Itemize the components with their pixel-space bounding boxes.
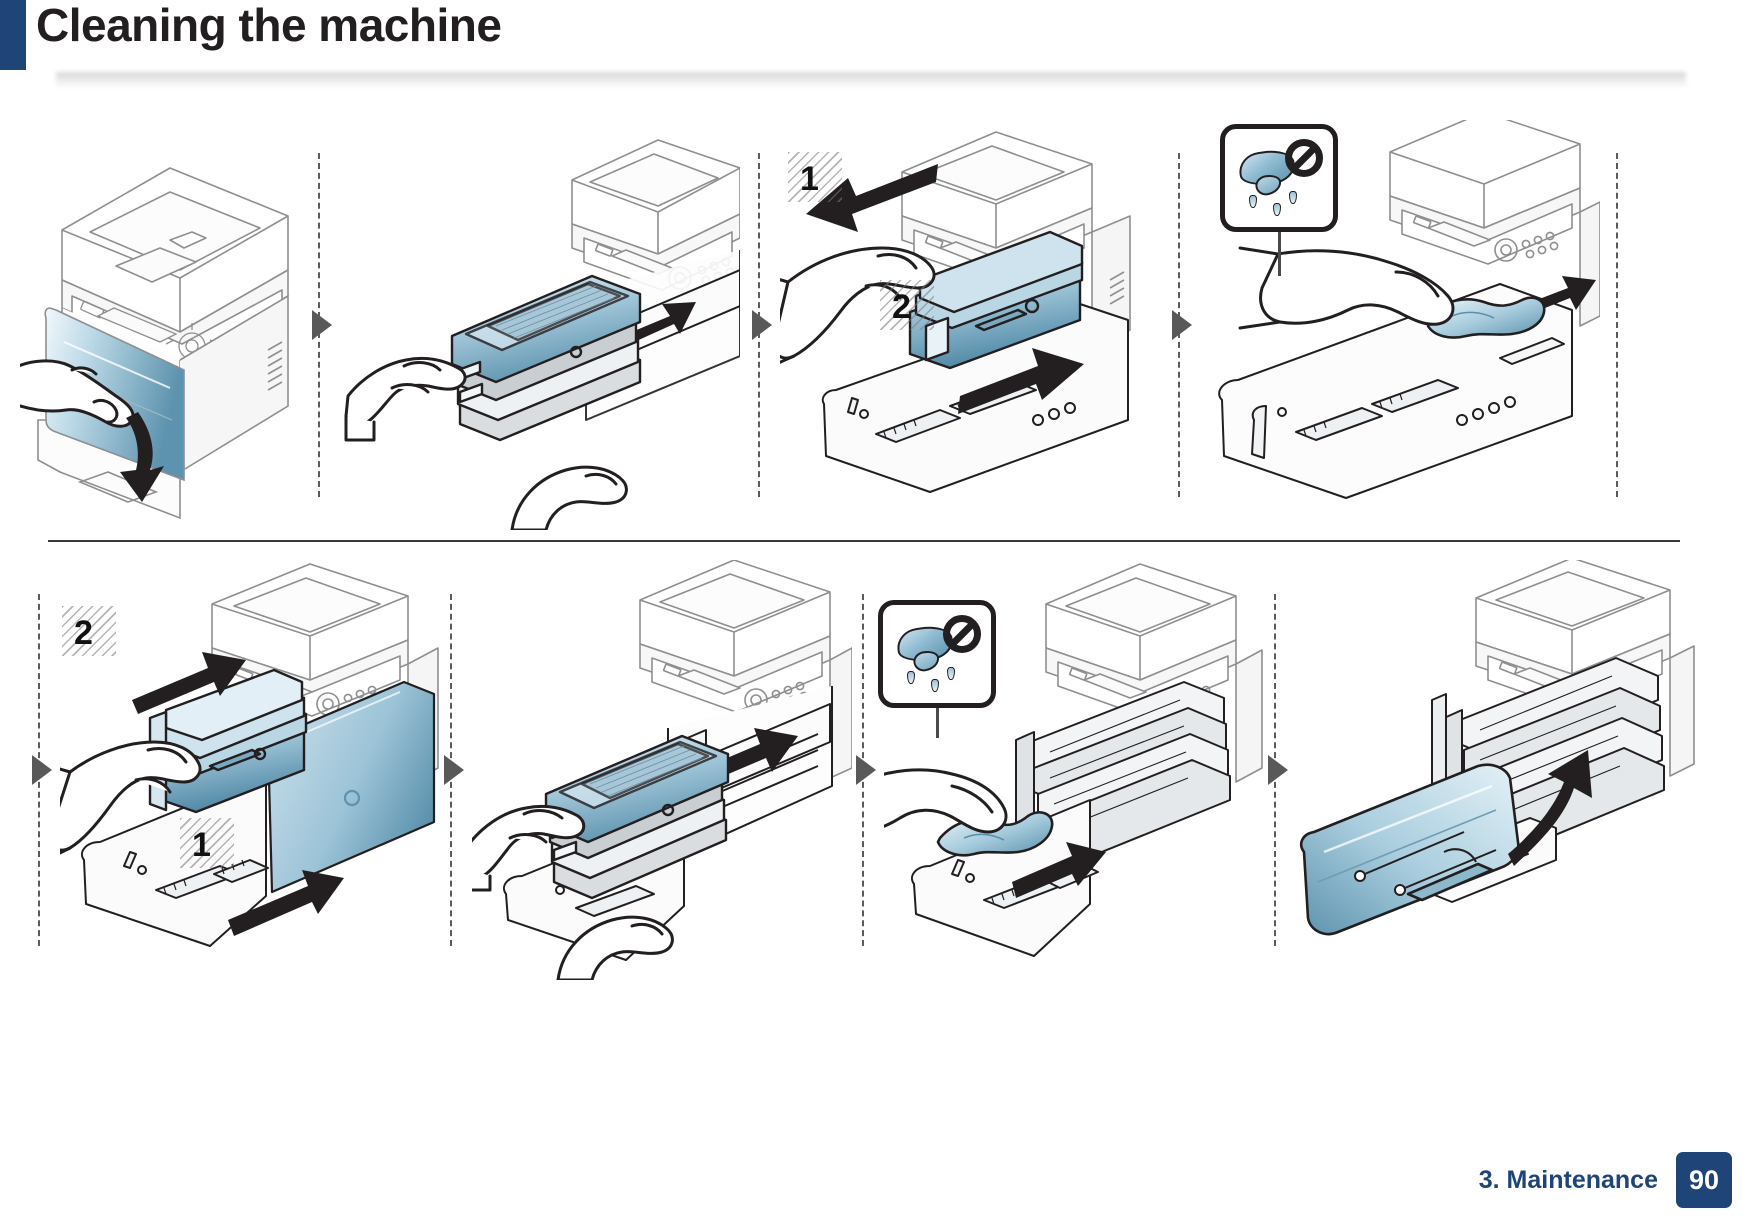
illustration-step-1 (20, 120, 310, 530)
row-divider-rule (48, 540, 1680, 542)
illustration-step-2 (340, 120, 740, 530)
illustration-step-8 (1296, 560, 1696, 980)
prohibition-icon (943, 615, 981, 653)
warning-callout-stem (1278, 232, 1281, 276)
illustration-step-4 (1200, 120, 1600, 530)
water-drop-icon (1249, 195, 1257, 208)
step-separator-3 (1160, 120, 1200, 530)
footer-chapter-label: 3. Maintenance (1478, 1165, 1658, 1194)
step-5-svg (60, 563, 439, 947)
step-separator-1 (300, 120, 340, 530)
separator-arrow-icon (856, 755, 876, 785)
water-drop-icon (1273, 203, 1281, 216)
procedure-row-2: 2 1 (0, 560, 1748, 980)
step-3-svg (780, 131, 1131, 493)
water-drop-icon (907, 671, 915, 684)
callout-number-1: 1 (788, 152, 842, 202)
step-6-svg (472, 560, 852, 980)
printer-reinsert-cartridges-drawing (472, 560, 852, 980)
illustration-step-3: 1 2 (780, 120, 1160, 530)
page-header: Cleaning the machine (0, 0, 1748, 92)
step-1-svg (20, 167, 289, 520)
printer-remove-waste-container-drawing: 1 2 (780, 120, 1160, 530)
step-8-svg (1300, 560, 1695, 936)
callout-number-1: 1 (180, 818, 234, 868)
printer-close-door-drawing (1296, 560, 1696, 980)
prohibition-icon (1285, 139, 1323, 177)
separator-dashed-line (1616, 152, 1618, 498)
step-2-svg (344, 139, 740, 530)
separator-arrow-icon (1172, 310, 1192, 340)
printer-wipe-interior-drawing (1200, 120, 1600, 530)
page-number-badge: 90 (1676, 1152, 1732, 1208)
illustration-step-5: 2 1 (60, 560, 440, 980)
printer-wipe-imaging-unit-drawing (878, 560, 1264, 980)
step-7-svg (884, 563, 1263, 957)
water-drop-icon (1289, 191, 1297, 204)
separator-arrow-icon (32, 755, 52, 785)
illustration-step-6 (472, 560, 852, 980)
page-footer: 3. Maintenance 90 (1479, 1152, 1732, 1208)
separator-arrow-icon (444, 755, 464, 785)
header-accent-bar (0, 0, 26, 70)
callout-number-2: 2 (62, 606, 116, 656)
no-wet-cloth-icon (1220, 124, 1338, 232)
step-separator-6 (432, 560, 472, 980)
separator-arrow-icon (312, 310, 332, 340)
page-title: Cleaning the machine (36, 0, 502, 51)
step-separator-7 (844, 560, 884, 980)
separator-arrow-icon (752, 310, 772, 340)
step-separator-5 (20, 560, 60, 980)
water-drop-icon (947, 667, 955, 680)
no-wet-cloth-icon (878, 600, 996, 708)
step-separator-2 (740, 120, 780, 530)
water-drop-icon (931, 679, 939, 692)
warning-callout-stem (936, 708, 939, 738)
printer-open-door-drawing (20, 120, 310, 530)
callout-number-2: 2 (880, 280, 934, 330)
header-shadow-rule (56, 72, 1686, 88)
printer-reinsert-waste-container-drawing: 2 1 (60, 560, 440, 980)
step-separator-4 (1598, 120, 1638, 530)
printer-remove-cartridges-drawing (340, 120, 740, 530)
procedure-row-1: 1 2 (0, 120, 1748, 530)
step-separator-8 (1256, 560, 1296, 980)
step-4-svg (1218, 120, 1600, 499)
separator-arrow-icon (1268, 755, 1288, 785)
illustration-step-7 (878, 560, 1264, 980)
